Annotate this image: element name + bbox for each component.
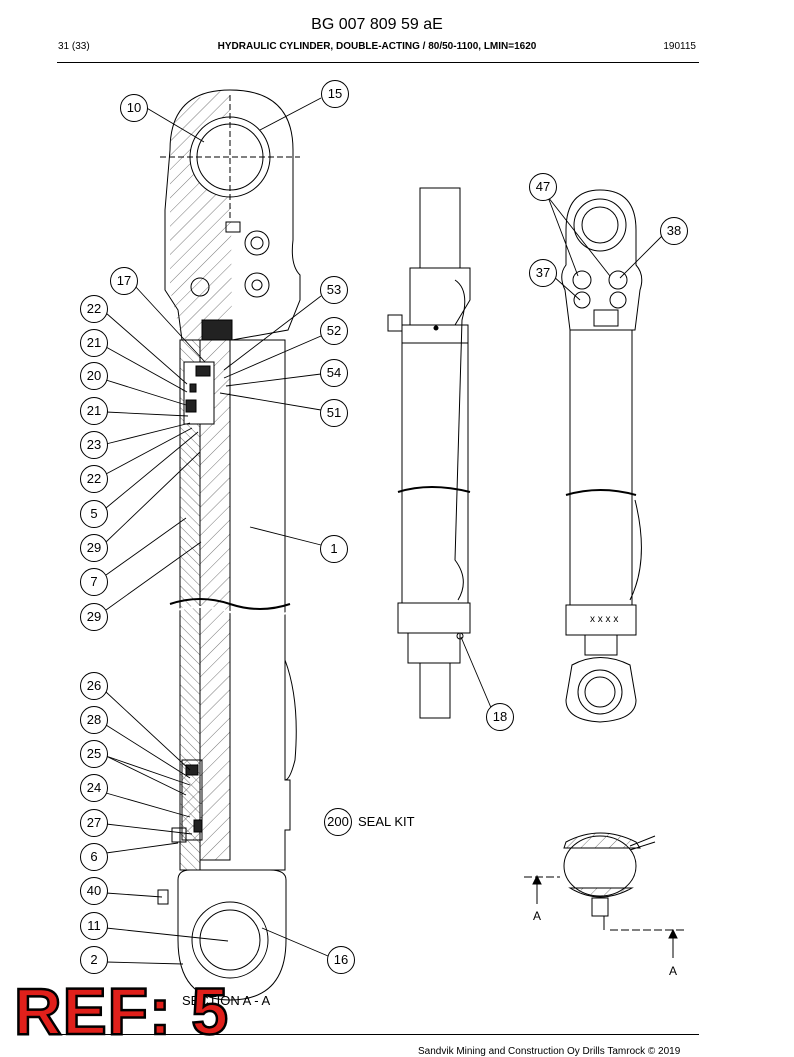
callout-item-47: 47 — [529, 173, 557, 201]
callout-item-1: 1 — [320, 535, 348, 563]
callout-item-17: 17 — [110, 267, 138, 295]
callout-item-11: 11 — [80, 912, 108, 940]
callout-item-23: 23 — [80, 431, 108, 459]
footer-rule — [57, 1034, 699, 1035]
callout-item-51: 51 — [320, 399, 348, 427]
front-view — [561, 189, 643, 723]
callout-item-6: 6 — [80, 843, 108, 871]
ref-stamp: REF: 5 — [13, 974, 230, 1048]
callout-item-28: 28 — [80, 706, 108, 734]
side-view — [387, 187, 471, 719]
callout-item-22: 22 — [80, 295, 108, 323]
callout-item-16: 16 — [327, 946, 355, 974]
section-view — [157, 89, 301, 1001]
callout-item-20: 20 — [80, 362, 108, 390]
callout-item-38: 38 — [660, 217, 688, 245]
callout-item-40: 40 — [80, 877, 108, 905]
callout-item-26: 26 — [80, 672, 108, 700]
drawing-title: HYDRAULIC CYLINDER, DOUBLE-ACTING / 80/5… — [217, 41, 537, 52]
callout-item-25: 25 — [80, 740, 108, 768]
callout-item-15: 15 — [321, 80, 349, 108]
callout-item-53: 53 — [320, 276, 348, 304]
callout-item-29: 29 — [80, 603, 108, 631]
section-a-a-label: SECTION A - A — [182, 993, 271, 1008]
callout-item-54: 54 — [320, 359, 348, 387]
callout-item-21: 21 — [80, 397, 108, 425]
callout-item-29: 29 — [80, 534, 108, 562]
section-mark-right: A — [669, 964, 678, 978]
callout-item-5: 5 — [80, 500, 108, 528]
callout-item-10: 10 — [120, 94, 148, 122]
document-number: BG 007 809 59 aE — [311, 16, 443, 33]
header-rule — [57, 62, 699, 63]
callout-item-7: 7 — [80, 568, 108, 596]
section-a-a-view — [524, 832, 685, 958]
section-mark-left: A — [533, 909, 542, 923]
side-view-marking: x x x x — [590, 614, 618, 625]
callout-item-27: 27 — [80, 809, 108, 837]
page-number: 31 (33) — [58, 41, 90, 52]
callout-item-18: 18 — [486, 703, 514, 731]
callout-item-2: 2 — [80, 946, 108, 974]
callout-item-22: 22 — [80, 465, 108, 493]
callout-item-52: 52 — [320, 317, 348, 345]
callout-item-200: 200 — [324, 808, 352, 836]
leader-lines — [105, 97, 663, 965]
seal-kit-label: SEAL KIT — [358, 814, 415, 829]
date-code: 190115 — [663, 41, 696, 52]
callout-item-37: 37 — [529, 259, 557, 287]
footer-copyright: Sandvik Mining and Construction Oy Drill… — [418, 1046, 681, 1057]
callout-item-24: 24 — [80, 774, 108, 802]
callout-item-21: 21 — [80, 329, 108, 357]
